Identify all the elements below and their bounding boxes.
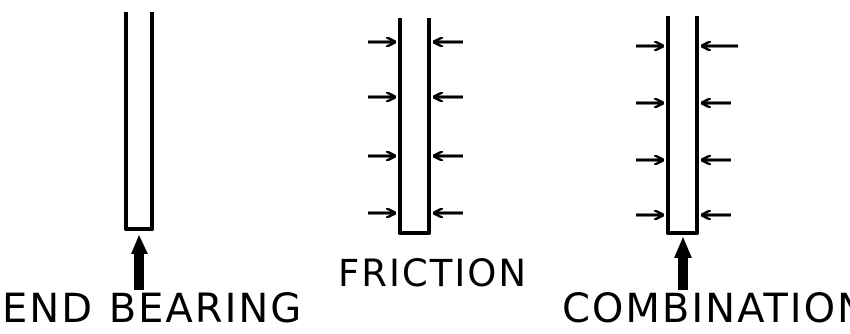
friction-label: FRICTION <box>338 252 529 295</box>
end-bearing-label: END BEARING <box>2 286 304 332</box>
combination-arrows <box>636 46 738 215</box>
combination-pile <box>666 16 699 235</box>
friction-pile <box>398 18 431 235</box>
end-bearing-arrow <box>131 235 148 290</box>
friction-arrows <box>368 42 463 213</box>
combination-bearing-arrow <box>674 237 692 290</box>
combination-label: COMBINATION <box>562 286 850 332</box>
end-bearing-pile <box>124 12 154 231</box>
